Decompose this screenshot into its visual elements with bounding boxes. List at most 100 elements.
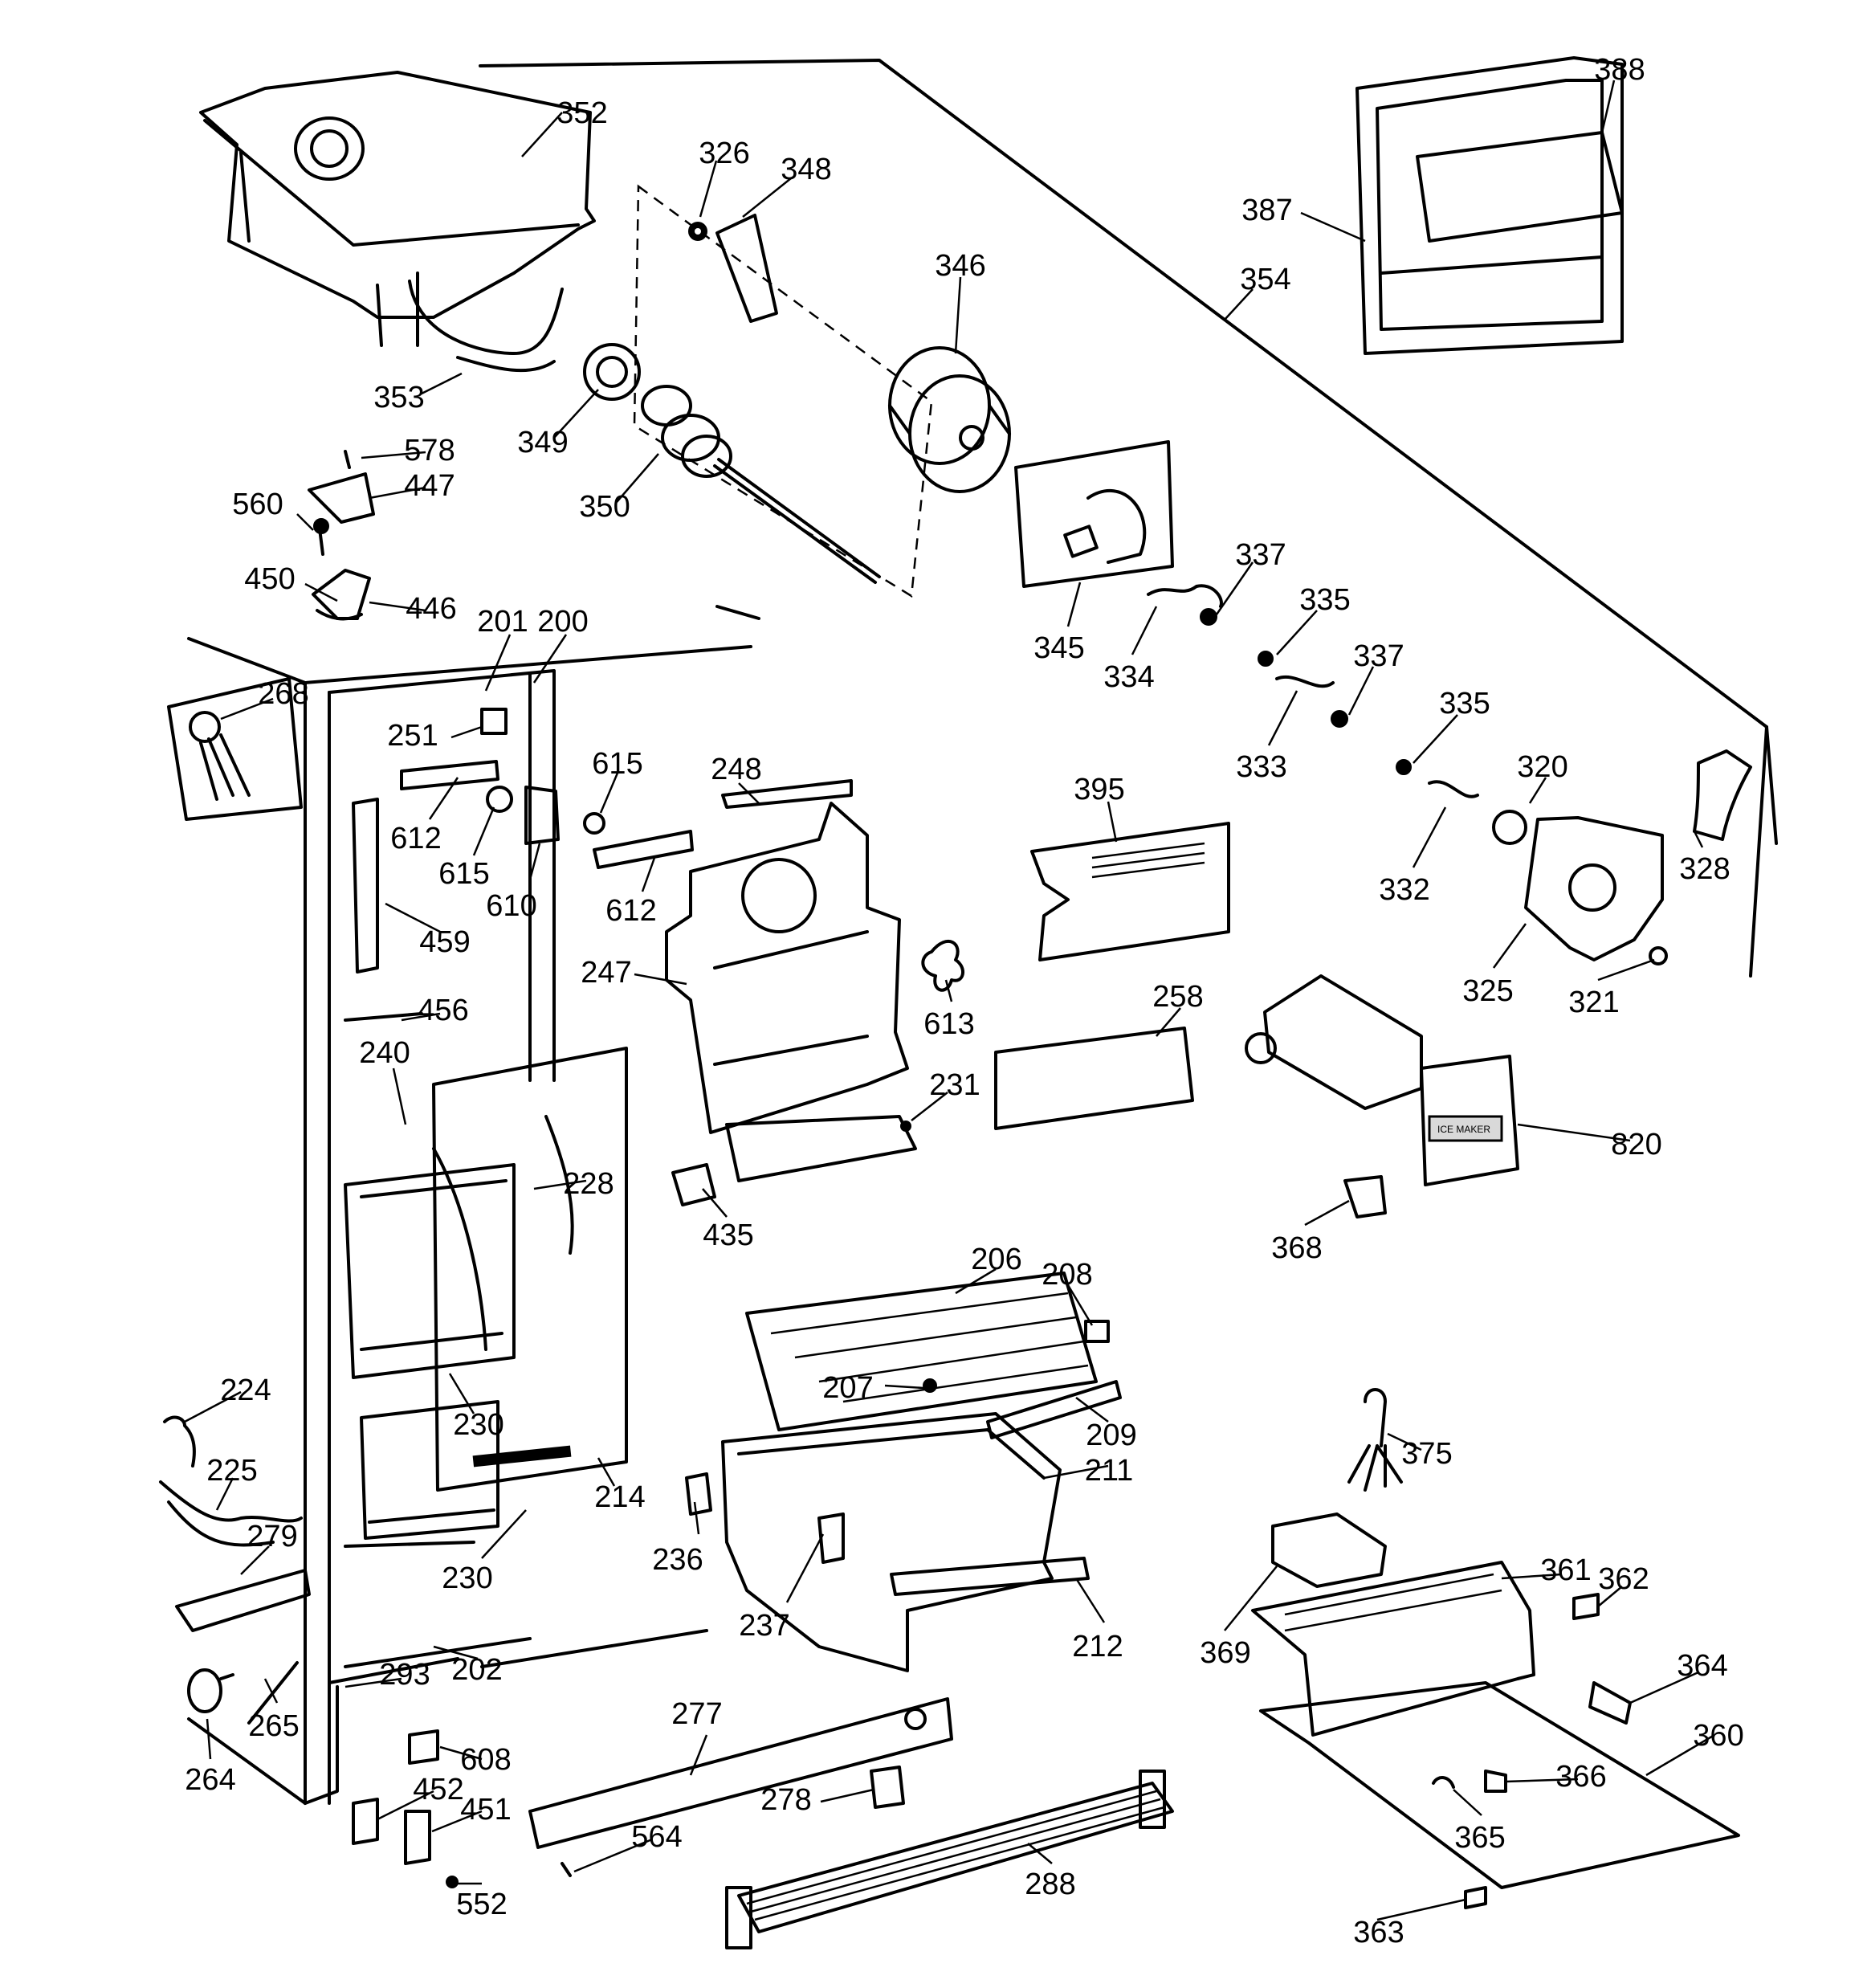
bracket-368 bbox=[1343, 1175, 1387, 1219]
callout-447: 447 bbox=[404, 469, 455, 503]
callout-615: 615 bbox=[592, 747, 642, 781]
callout-337: 337 bbox=[1353, 639, 1404, 673]
callout-446: 446 bbox=[406, 592, 456, 626]
callout-387: 387 bbox=[1241, 194, 1292, 227]
callout-228: 228 bbox=[563, 1167, 614, 1201]
callout-321: 321 bbox=[1568, 986, 1619, 1019]
callout-350: 350 bbox=[579, 490, 630, 524]
callout-564: 564 bbox=[631, 1820, 682, 1854]
callout-368: 368 bbox=[1271, 1231, 1322, 1265]
callout-450: 450 bbox=[244, 562, 295, 596]
linkage-parts bbox=[1147, 584, 1479, 798]
ice-bucket-part bbox=[199, 71, 596, 373]
callout-288: 288 bbox=[1025, 1868, 1075, 1901]
assembly-outline-lines bbox=[479, 59, 1778, 978]
control-panel-parts bbox=[994, 822, 1230, 1130]
callout-363: 363 bbox=[1353, 1916, 1404, 1949]
callout-231: 231 bbox=[929, 1068, 980, 1102]
icemaker-stamp: ICE MAKER bbox=[1437, 1124, 1490, 1135]
callout-362: 362 bbox=[1598, 1562, 1649, 1596]
light-socket-panel bbox=[167, 677, 303, 821]
callout-333: 333 bbox=[1236, 750, 1286, 784]
callout-202: 202 bbox=[451, 1653, 502, 1687]
callout-364: 364 bbox=[1677, 1649, 1727, 1683]
wire-shelf bbox=[745, 1272, 1122, 1439]
callout-395: 395 bbox=[1074, 773, 1124, 806]
freezer-liner bbox=[187, 605, 760, 1805]
callout-326: 326 bbox=[699, 137, 749, 170]
callout-230: 230 bbox=[453, 1408, 503, 1442]
dispenser-door-panel bbox=[1355, 56, 1624, 355]
callout-278: 278 bbox=[760, 1783, 811, 1817]
callout-279: 279 bbox=[247, 1520, 297, 1553]
callout-349: 349 bbox=[517, 426, 568, 459]
callout-366: 366 bbox=[1555, 1760, 1606, 1794]
callout-365: 365 bbox=[1454, 1821, 1505, 1855]
callout-258: 258 bbox=[1152, 980, 1203, 1014]
callout-247: 247 bbox=[581, 956, 631, 990]
callout-435: 435 bbox=[703, 1219, 753, 1252]
drain-parts bbox=[159, 1415, 311, 1725]
callout-613: 613 bbox=[923, 1007, 974, 1041]
callout-346: 346 bbox=[935, 249, 985, 283]
callout-277: 277 bbox=[671, 1697, 722, 1731]
fan-blade-part bbox=[921, 940, 964, 992]
small-clip-parts bbox=[688, 214, 778, 323]
callout-201: 201 bbox=[477, 605, 528, 639]
callout-332: 332 bbox=[1379, 873, 1429, 907]
callout-208: 208 bbox=[1042, 1258, 1092, 1292]
liner-clips bbox=[400, 708, 694, 869]
callout-615: 615 bbox=[438, 857, 489, 891]
callout-361: 361 bbox=[1540, 1553, 1591, 1587]
callout-265: 265 bbox=[248, 1709, 299, 1743]
crusher-housing bbox=[1492, 749, 1752, 965]
callout-240: 240 bbox=[359, 1036, 410, 1070]
auger-assembly bbox=[583, 184, 933, 598]
callout-236: 236 bbox=[652, 1543, 703, 1577]
auger-motor-drum bbox=[888, 346, 1011, 493]
callout-211: 211 bbox=[1085, 1454, 1134, 1488]
callout-206: 206 bbox=[971, 1243, 1021, 1276]
callout-612: 612 bbox=[605, 894, 656, 928]
callout-451: 451 bbox=[460, 1793, 511, 1827]
callout-335: 335 bbox=[1299, 583, 1350, 617]
compressor-area-parts bbox=[1251, 1388, 1740, 1909]
callout-352: 352 bbox=[556, 96, 607, 130]
callout-293: 293 bbox=[379, 1658, 430, 1692]
callout-456: 456 bbox=[418, 994, 468, 1027]
leader-lines bbox=[184, 80, 1715, 1921]
callout-354: 354 bbox=[1240, 263, 1290, 296]
callout-214: 214 bbox=[594, 1480, 645, 1514]
callout-337: 337 bbox=[1235, 538, 1286, 572]
callout-388: 388 bbox=[1594, 53, 1645, 87]
callout-610: 610 bbox=[486, 889, 536, 923]
callout-578: 578 bbox=[404, 434, 455, 467]
callout-264: 264 bbox=[185, 1763, 235, 1797]
damper-hardware bbox=[308, 450, 375, 621]
callout-334: 334 bbox=[1103, 660, 1154, 694]
callout-608: 608 bbox=[460, 1743, 511, 1777]
callout-348: 348 bbox=[781, 153, 831, 186]
callout-612: 612 bbox=[390, 822, 441, 855]
callout-268: 268 bbox=[258, 677, 308, 711]
callout-335: 335 bbox=[1439, 687, 1490, 720]
callout-459: 459 bbox=[419, 925, 470, 959]
callout-820: 820 bbox=[1611, 1128, 1661, 1161]
callout-345: 345 bbox=[1033, 631, 1084, 665]
callout-328: 328 bbox=[1679, 852, 1730, 886]
callout-320: 320 bbox=[1517, 750, 1567, 784]
callout-207: 207 bbox=[822, 1371, 873, 1405]
callout-212: 212 bbox=[1072, 1630, 1123, 1663]
motor-mounting-plate bbox=[1014, 440, 1174, 588]
callout-237: 237 bbox=[739, 1609, 789, 1643]
small-hardware bbox=[671, 1121, 911, 1516]
callout-360: 360 bbox=[1693, 1719, 1743, 1753]
callout-560: 560 bbox=[232, 488, 283, 521]
icemaker-unit: ICE MAKER bbox=[1245, 974, 1519, 1186]
fan-shroud-housing bbox=[665, 779, 917, 1182]
callout-325: 325 bbox=[1462, 974, 1513, 1008]
callout-200: 200 bbox=[537, 605, 588, 639]
callout-224: 224 bbox=[220, 1374, 271, 1407]
storage-bin bbox=[721, 1412, 1090, 1672]
